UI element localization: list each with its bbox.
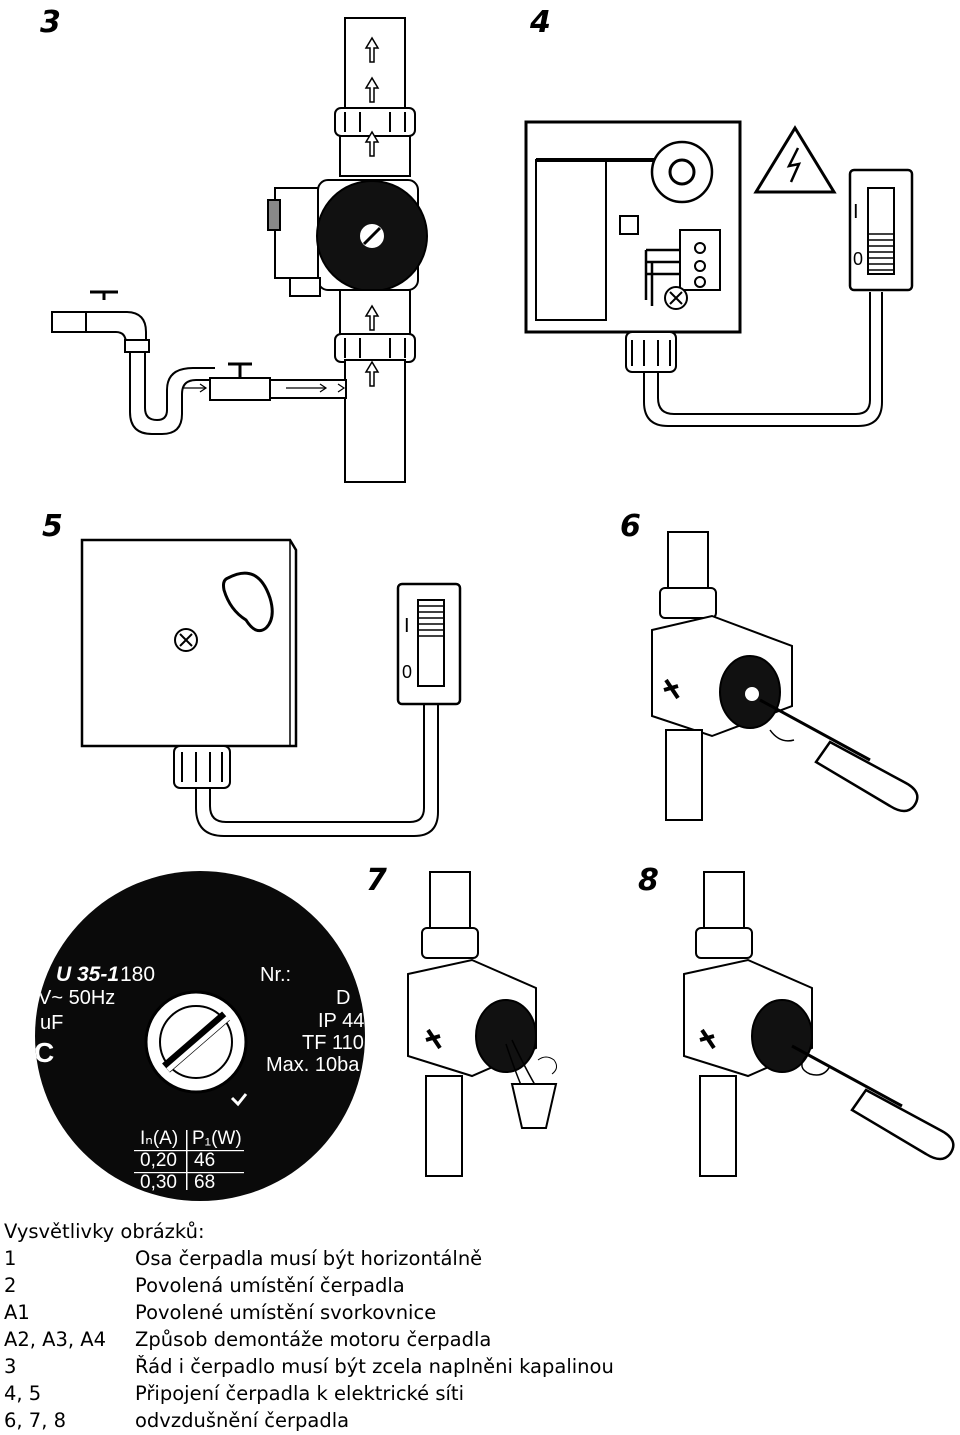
- legend-row: 6, 7, 8 odvzdušnění čerpadla: [4, 1407, 944, 1434]
- nameplate-nr-label: Nr.:: [260, 964, 291, 986]
- electric-warning-icon: [753, 125, 837, 194]
- legend-text: Způsob demontáže motoru čerpadla: [135, 1328, 492, 1351]
- nameplate-capacitor: uF: [40, 1012, 63, 1034]
- legend-row: A2, A3, A4 Způsob demontáže motoru čerpa…: [4, 1326, 944, 1353]
- svg-text:C: C: [34, 1037, 54, 1068]
- figure-number-5: 5: [42, 509, 63, 544]
- switch-on-label: I: [404, 615, 410, 637]
- nameplate-row-power: 46: [194, 1150, 215, 1171]
- legend-text: Připojení čerpadla k elektrické síti: [135, 1382, 464, 1405]
- nameplate-max-pressure: Max. 10ba: [266, 1054, 360, 1076]
- figure-number-6: 6: [620, 509, 641, 544]
- legend-key: A2, A3, A4: [4, 1328, 107, 1351]
- figure-number-7: 7: [366, 863, 387, 898]
- legend-text: Povolená umístění čerpadla: [135, 1274, 405, 1297]
- nameplate-model: U 35-1: [56, 963, 119, 986]
- figure-number-4: 4: [530, 5, 551, 40]
- legend-key: 3: [4, 1355, 17, 1378]
- legend-text: Povolené umístění svorkovnice: [135, 1301, 437, 1324]
- figure-number-3: 3: [40, 5, 61, 40]
- legend-key: 1: [4, 1247, 17, 1270]
- legend-row: 2 Povolená umístění čerpadla: [4, 1272, 944, 1299]
- nameplate-current-header: Iₙ(A): [140, 1128, 178, 1149]
- legend-key: 2: [4, 1274, 17, 1297]
- nameplate-voltage: V~ 50Hz: [38, 987, 115, 1009]
- nameplate-d-label: D: [336, 987, 350, 1009]
- nameplate-ip: IP 44: [318, 1010, 364, 1032]
- switch-off-label: 0: [853, 249, 863, 269]
- legend-key: 6, 7, 8: [4, 1409, 67, 1432]
- nameplate-row-current: 0,30: [140, 1172, 177, 1193]
- legend-row: 3 Řád i čerpadlo musí být zcela naplněni…: [4, 1353, 944, 1380]
- nameplate-power-header: P₁(W): [192, 1128, 242, 1149]
- nameplate-row-power: 68: [194, 1172, 215, 1193]
- legend-row: 4, 5 Připojení čerpadla k elektrické sít…: [4, 1380, 944, 1407]
- switch-on-label: I: [853, 201, 859, 223]
- legend-key: A1: [4, 1301, 30, 1324]
- nameplate-row-current: 0,20: [140, 1150, 177, 1171]
- nameplate-tf: TF 110: [302, 1032, 364, 1054]
- legend-text: odvzdušnění čerpadla: [135, 1409, 350, 1432]
- figure-number-8: 8: [638, 863, 659, 898]
- legend-title: Vysvětlivky obrázků:: [4, 1220, 205, 1243]
- legend-text: Řád i čerpadlo musí být zcela naplněni k…: [135, 1355, 614, 1378]
- switch-off-label: 0: [402, 662, 412, 682]
- figure-legend: Vysvětlivky obrázků: 1 Osa čerpadla musí…: [4, 1218, 944, 1434]
- nameplate-model-suffix: 180: [120, 963, 155, 986]
- legend-row: A1 Povolené umístění svorkovnice: [4, 1299, 944, 1326]
- legend-text: Osa čerpadla musí být horizontálně: [135, 1247, 483, 1270]
- legend-row: 1 Osa čerpadla musí být horizontálně: [4, 1245, 944, 1272]
- legend-key: 4, 5: [4, 1382, 42, 1405]
